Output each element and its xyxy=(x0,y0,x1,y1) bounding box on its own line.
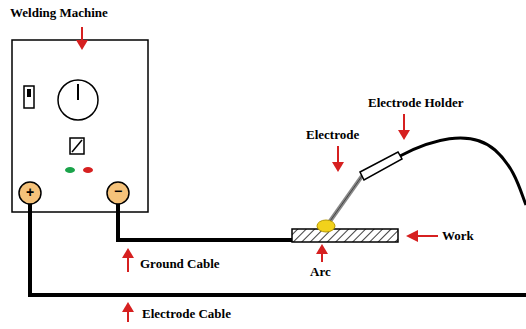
part-label: Arc xyxy=(310,265,331,279)
machine-label: Welding Machine xyxy=(10,6,108,20)
cable-label: Electrode Cable xyxy=(142,307,231,321)
terminal-sign: + xyxy=(26,185,34,200)
electrode-rod xyxy=(328,176,362,224)
work-piece xyxy=(292,229,398,242)
selector xyxy=(70,138,84,154)
dial-needle xyxy=(77,84,79,100)
ground-cable xyxy=(118,204,292,240)
switch-lever xyxy=(27,89,31,97)
selector-mark xyxy=(72,140,82,152)
red-lamp xyxy=(83,167,93,173)
part-label: Electrode xyxy=(306,128,359,142)
green-lamp xyxy=(65,167,75,173)
electrode-holder xyxy=(360,152,402,180)
leader-arrows xyxy=(76,27,438,322)
arc-glow xyxy=(317,220,335,232)
part-label: Electrode Holder xyxy=(368,96,463,110)
part-label: Work xyxy=(442,229,474,243)
holder-cable xyxy=(400,138,526,205)
dial xyxy=(58,80,98,120)
negative-terminal xyxy=(107,182,129,204)
cable-label: Ground Cable xyxy=(140,257,220,271)
terminal-sign: − xyxy=(114,184,122,199)
electrode-cable xyxy=(30,204,526,295)
switch xyxy=(24,86,34,108)
machine-housing xyxy=(12,40,148,212)
electrode-core xyxy=(328,176,362,224)
positive-terminal xyxy=(19,182,41,204)
